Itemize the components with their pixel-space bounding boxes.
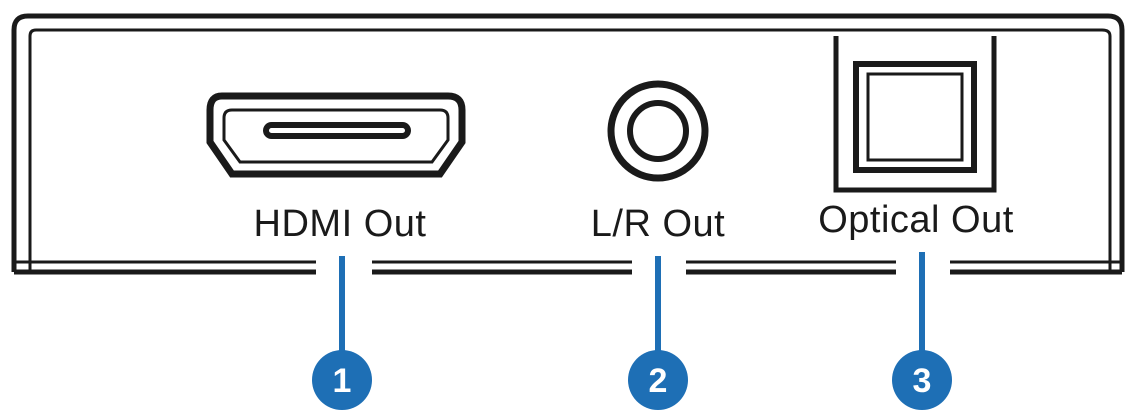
callout-badge-1-number: 1 bbox=[333, 362, 352, 400]
device-enclosure bbox=[11, 13, 1125, 275]
hdmi-port-icon bbox=[206, 92, 466, 178]
audio-jack-icon bbox=[607, 80, 709, 182]
callout-badge-2-number: 2 bbox=[649, 362, 668, 400]
callout-badge-3-number: 3 bbox=[913, 362, 932, 400]
port-label-hdmi: HDMI Out bbox=[254, 203, 427, 245]
callout-badge-1: 1 bbox=[312, 350, 372, 410]
callout-lines bbox=[339, 252, 925, 352]
port-label-lr: L/R Out bbox=[591, 203, 725, 245]
optical-port-icon bbox=[833, 36, 997, 193]
port-label-optical: Optical Out bbox=[818, 199, 1014, 241]
callout-badge-2: 2 bbox=[628, 350, 688, 410]
callout-badge-3: 3 bbox=[892, 350, 952, 410]
